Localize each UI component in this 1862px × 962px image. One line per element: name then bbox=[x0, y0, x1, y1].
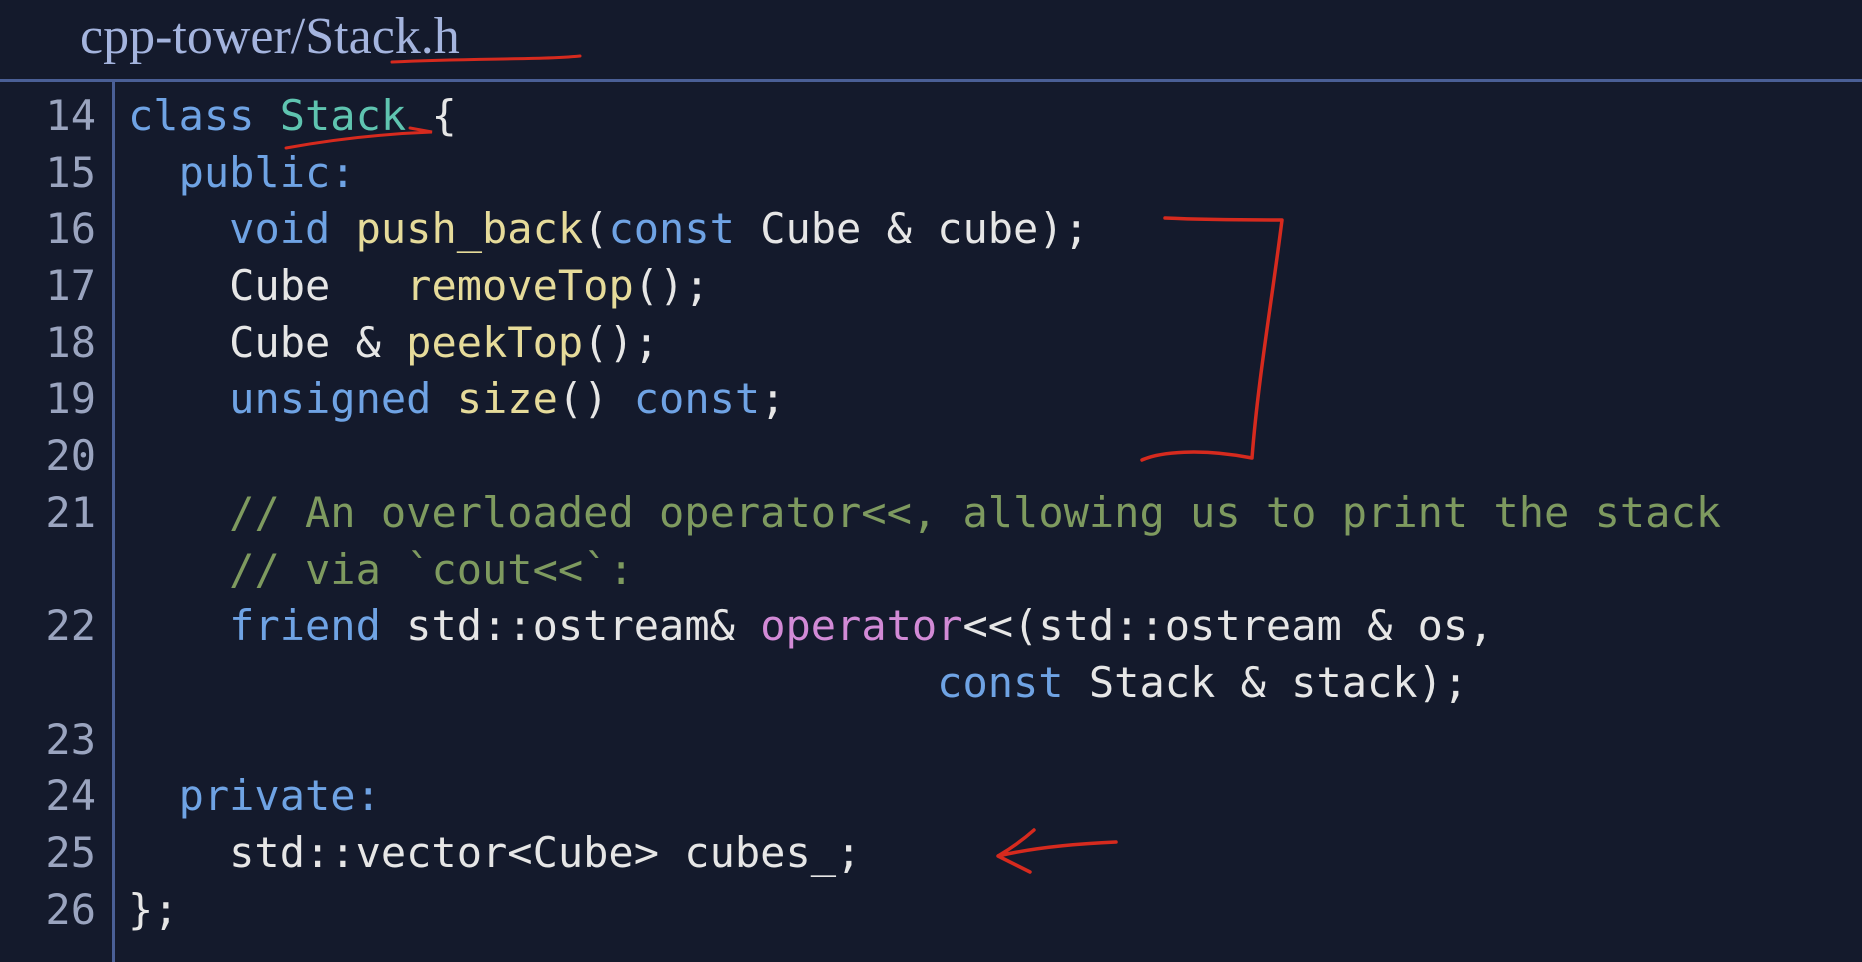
line-number: 14 bbox=[45, 91, 96, 140]
code-token: push_back bbox=[355, 204, 584, 254]
code-token: Cube bbox=[128, 261, 407, 311]
header-divider bbox=[0, 79, 1862, 82]
code-line: 14 class Stack { bbox=[0, 88, 1862, 145]
code-token: size bbox=[456, 374, 558, 424]
code-token bbox=[128, 148, 179, 197]
file-name: Stack.h bbox=[305, 8, 460, 65]
code-token: friend bbox=[229, 601, 407, 651]
code-line: 21 // An overloaded operator<<, allowing… bbox=[0, 485, 1862, 542]
code-token: // An overloaded operator<<, allowing us… bbox=[229, 487, 1722, 537]
code-line: // via `cout<<`: bbox=[0, 542, 1862, 599]
code-token bbox=[128, 658, 937, 707]
code-line: 26}; bbox=[0, 882, 1862, 939]
gutter-divider bbox=[112, 82, 115, 962]
code-token: Cube & cube); bbox=[760, 204, 1089, 254]
line-source: // via `cout<<`: bbox=[128, 542, 634, 599]
line-source: Cube removeTop(); bbox=[128, 258, 710, 315]
code-token: (); bbox=[633, 261, 710, 311]
code-line: 24 private: bbox=[0, 768, 1862, 825]
code-token: Stack bbox=[279, 91, 407, 140]
file-path: cpp-tower/Stack.h bbox=[80, 2, 460, 72]
line-source: std::vector<Cube> cubes_; bbox=[128, 825, 861, 882]
line-source: unsigned size() const; bbox=[128, 371, 785, 428]
file-path-header: cpp-tower/Stack.h bbox=[0, 0, 1862, 80]
code-token: class bbox=[128, 91, 280, 140]
code-token: peekTop bbox=[406, 317, 584, 367]
code-token: public: bbox=[178, 147, 356, 197]
line-source: void push_back(const Cube & cube); bbox=[128, 201, 1089, 258]
code-token: Stack & stack); bbox=[1088, 657, 1469, 707]
code-token: { bbox=[406, 91, 457, 140]
code-token bbox=[128, 488, 229, 537]
code-token: const bbox=[937, 657, 1089, 707]
line-source: Cube & peekTop(); bbox=[128, 315, 659, 372]
code-token: operator bbox=[760, 601, 963, 651]
line-number: 21 bbox=[45, 487, 96, 537]
line-number: 17 bbox=[45, 261, 96, 311]
code-token bbox=[128, 601, 229, 650]
code-token: unsigned bbox=[229, 374, 457, 424]
code-line: 19 unsigned size() const; bbox=[0, 371, 1862, 428]
code-token bbox=[128, 771, 179, 820]
line-number: 15 bbox=[45, 147, 96, 197]
line-number: 19 bbox=[45, 374, 96, 424]
code-line: 16 void push_back(const Cube & cube); bbox=[0, 201, 1862, 258]
code-token: Cube & bbox=[128, 317, 407, 367]
line-number: 24 bbox=[45, 771, 96, 821]
path-prefix: cpp-tower/ bbox=[80, 8, 306, 65]
line-source: public: bbox=[128, 145, 356, 202]
code-token: void bbox=[229, 204, 356, 254]
line-source: friend std::ostream& operator<<(std::ost… bbox=[128, 598, 1494, 655]
line-number: 23 bbox=[45, 714, 96, 764]
line-source: class Stack { bbox=[128, 88, 457, 145]
code-token: (); bbox=[583, 317, 660, 367]
code-token bbox=[128, 545, 229, 594]
code-token: () bbox=[557, 374, 634, 424]
code-line: 18 Cube & peekTop(); bbox=[0, 315, 1862, 372]
code-line: 22 friend std::ostream& operator<<(std::… bbox=[0, 598, 1862, 655]
code-token: private: bbox=[178, 771, 381, 821]
line-source: // An overloaded operator<<, allowing us… bbox=[128, 485, 1721, 542]
code-line: 23 bbox=[0, 712, 1862, 769]
line-number: 18 bbox=[45, 317, 96, 367]
line-number: 26 bbox=[45, 884, 96, 934]
code-token: ( bbox=[583, 204, 609, 254]
code-token: const bbox=[608, 204, 761, 254]
line-source: }; bbox=[128, 882, 179, 939]
code-token bbox=[128, 204, 229, 253]
code-token: std::vector<Cube> cubes_; bbox=[128, 827, 862, 877]
line-source: const Stack & stack); bbox=[128, 655, 1468, 712]
code-token: std::ostream& bbox=[406, 601, 761, 651]
line-number: 20 bbox=[45, 431, 96, 481]
code-token bbox=[128, 374, 229, 423]
code-token: <<(std::ostream & os, bbox=[962, 601, 1494, 651]
line-number: 22 bbox=[45, 601, 96, 651]
line-number: 25 bbox=[45, 827, 96, 877]
code-token: }; bbox=[128, 884, 179, 934]
code-line: 17 Cube removeTop(); bbox=[0, 258, 1862, 315]
code-line: 25 std::vector<Cube> cubes_; bbox=[0, 825, 1862, 882]
line-number: 16 bbox=[45, 204, 96, 254]
code-line: const Stack & stack); bbox=[0, 655, 1862, 712]
code-line: 15 public: bbox=[0, 145, 1862, 202]
code-token: removeTop bbox=[406, 261, 634, 311]
line-source: private: bbox=[128, 768, 381, 825]
code-line: 20 bbox=[0, 428, 1862, 485]
code-token: const bbox=[633, 374, 761, 424]
code-token: ; bbox=[760, 374, 786, 424]
code-token: // via `cout<<`: bbox=[229, 544, 634, 594]
